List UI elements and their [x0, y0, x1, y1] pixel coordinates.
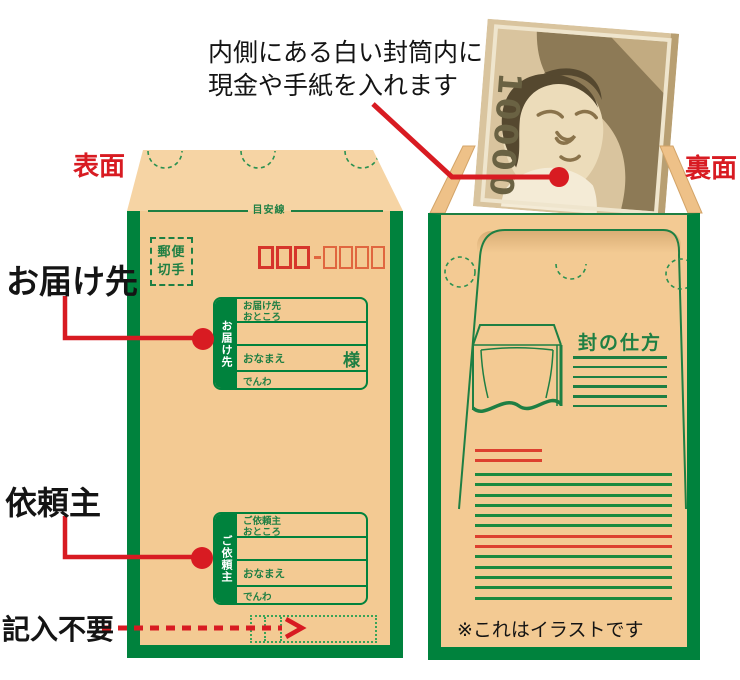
postal-box-thin	[339, 246, 353, 269]
green-text-line	[475, 565, 672, 569]
disclaimer-text: ※これはイラストです	[457, 619, 644, 641]
back-envelope-body: 封の仕方 ※これはイラストです	[428, 213, 700, 660]
seal-instructions-title: 封の仕方	[578, 332, 663, 354]
full-width-text-lines	[475, 473, 672, 607]
flap-shadow	[477, 231, 681, 253]
postal-box-thick	[258, 246, 274, 269]
fold-line-right	[290, 209, 383, 213]
sender-name-label: おなまえ	[243, 567, 285, 580]
postal-box-thin	[323, 246, 337, 269]
seal-text-line	[573, 404, 667, 408]
honorific-label: 様	[343, 350, 360, 371]
postal-box-thin	[355, 246, 369, 269]
back-side-label: 裏面	[685, 154, 738, 184]
green-text-line	[475, 575, 672, 579]
postal-box-thick	[276, 246, 292, 269]
green-text-line	[475, 503, 672, 507]
fold-line-left	[147, 209, 248, 213]
seal-text-line	[573, 395, 667, 398]
short-red-line	[475, 449, 542, 452]
red-text-line	[475, 534, 672, 538]
back-flap-outline	[444, 229, 687, 510]
annotation-line2: 現金や手紙を入れます	[208, 71, 459, 100]
green-text-line	[475, 555, 672, 559]
seal-text-line	[573, 385, 667, 388]
delivery-vertical-label: お届け先	[215, 299, 237, 388]
annotation-line1: 内側にある白い封筒内に	[208, 38, 484, 67]
dotted-divider	[280, 617, 282, 641]
sender-phone-label: でんわ	[243, 592, 272, 603]
glue-arc-marks	[147, 150, 380, 169]
stamp-label-line1: 郵便	[157, 244, 186, 260]
delivery-name-label: おなまえ	[243, 352, 285, 365]
sender-name-row: おなまえ	[237, 561, 366, 587]
seal-text-line	[573, 365, 667, 369]
short-red-text-lines	[475, 449, 542, 469]
delivery-address-blank-row	[237, 323, 366, 346]
sender-address-blank-row	[237, 538, 366, 561]
sender-address-box: ご依頼主 ご依頼主 おところ おなまえ でんわ	[213, 512, 368, 605]
fold-guideline: 目安線	[135, 204, 395, 218]
sealing-envelope-art	[471, 324, 563, 413]
front-side-label: 表面	[73, 152, 126, 182]
green-text-line	[475, 473, 672, 476]
front-envelope-flap	[127, 150, 403, 211]
postal-code-boxes	[258, 246, 387, 269]
postage-stamp-box: 郵便 切手	[150, 237, 193, 286]
seal-text-line	[573, 356, 667, 359]
seal-instructions-text-lines	[573, 356, 667, 415]
green-text-line	[475, 493, 672, 497]
delivery-callout-label: お届け先	[6, 262, 138, 301]
green-text-line	[475, 524, 672, 528]
front-envelope: 目安線 郵便 切手 お届け先 お届け先 おところ おなまえ 様 でんわ	[127, 150, 403, 658]
no-entry-dotted-box	[250, 615, 377, 643]
green-text-line	[475, 586, 672, 590]
delivery-address-box: お届け先 お届け先 おところ おなまえ 様 でんわ	[213, 297, 368, 390]
delivery-address-labels: お届け先 おところ	[237, 299, 366, 323]
postal-box-thin	[371, 246, 385, 269]
red-text-line	[475, 545, 672, 549]
postal-code-hyphen	[314, 256, 321, 259]
green-text-line	[475, 514, 672, 518]
fold-line-label: 目安線	[252, 205, 286, 216]
no-entry-callout-label: 記入不要	[2, 613, 115, 646]
delivery-name-row: おなまえ 様	[237, 346, 366, 372]
green-text-line	[475, 596, 672, 600]
stamp-label-line2: 切手	[157, 262, 186, 278]
delivery-phone-label: でんわ	[243, 377, 272, 388]
dotted-divider	[264, 617, 266, 641]
annotation-text: 内側にある白い封筒内に 現金や手紙を入れます	[208, 36, 483, 102]
sender-callout-label: 依頼主	[5, 484, 102, 522]
short-red-line	[475, 459, 542, 462]
sender-vertical-label: ご依頼主	[215, 514, 237, 603]
sender-address-labels: ご依頼主 おところ	[237, 514, 366, 538]
seal-text-line	[573, 375, 667, 379]
postal-box-thick	[294, 246, 310, 269]
green-text-line	[475, 483, 672, 487]
